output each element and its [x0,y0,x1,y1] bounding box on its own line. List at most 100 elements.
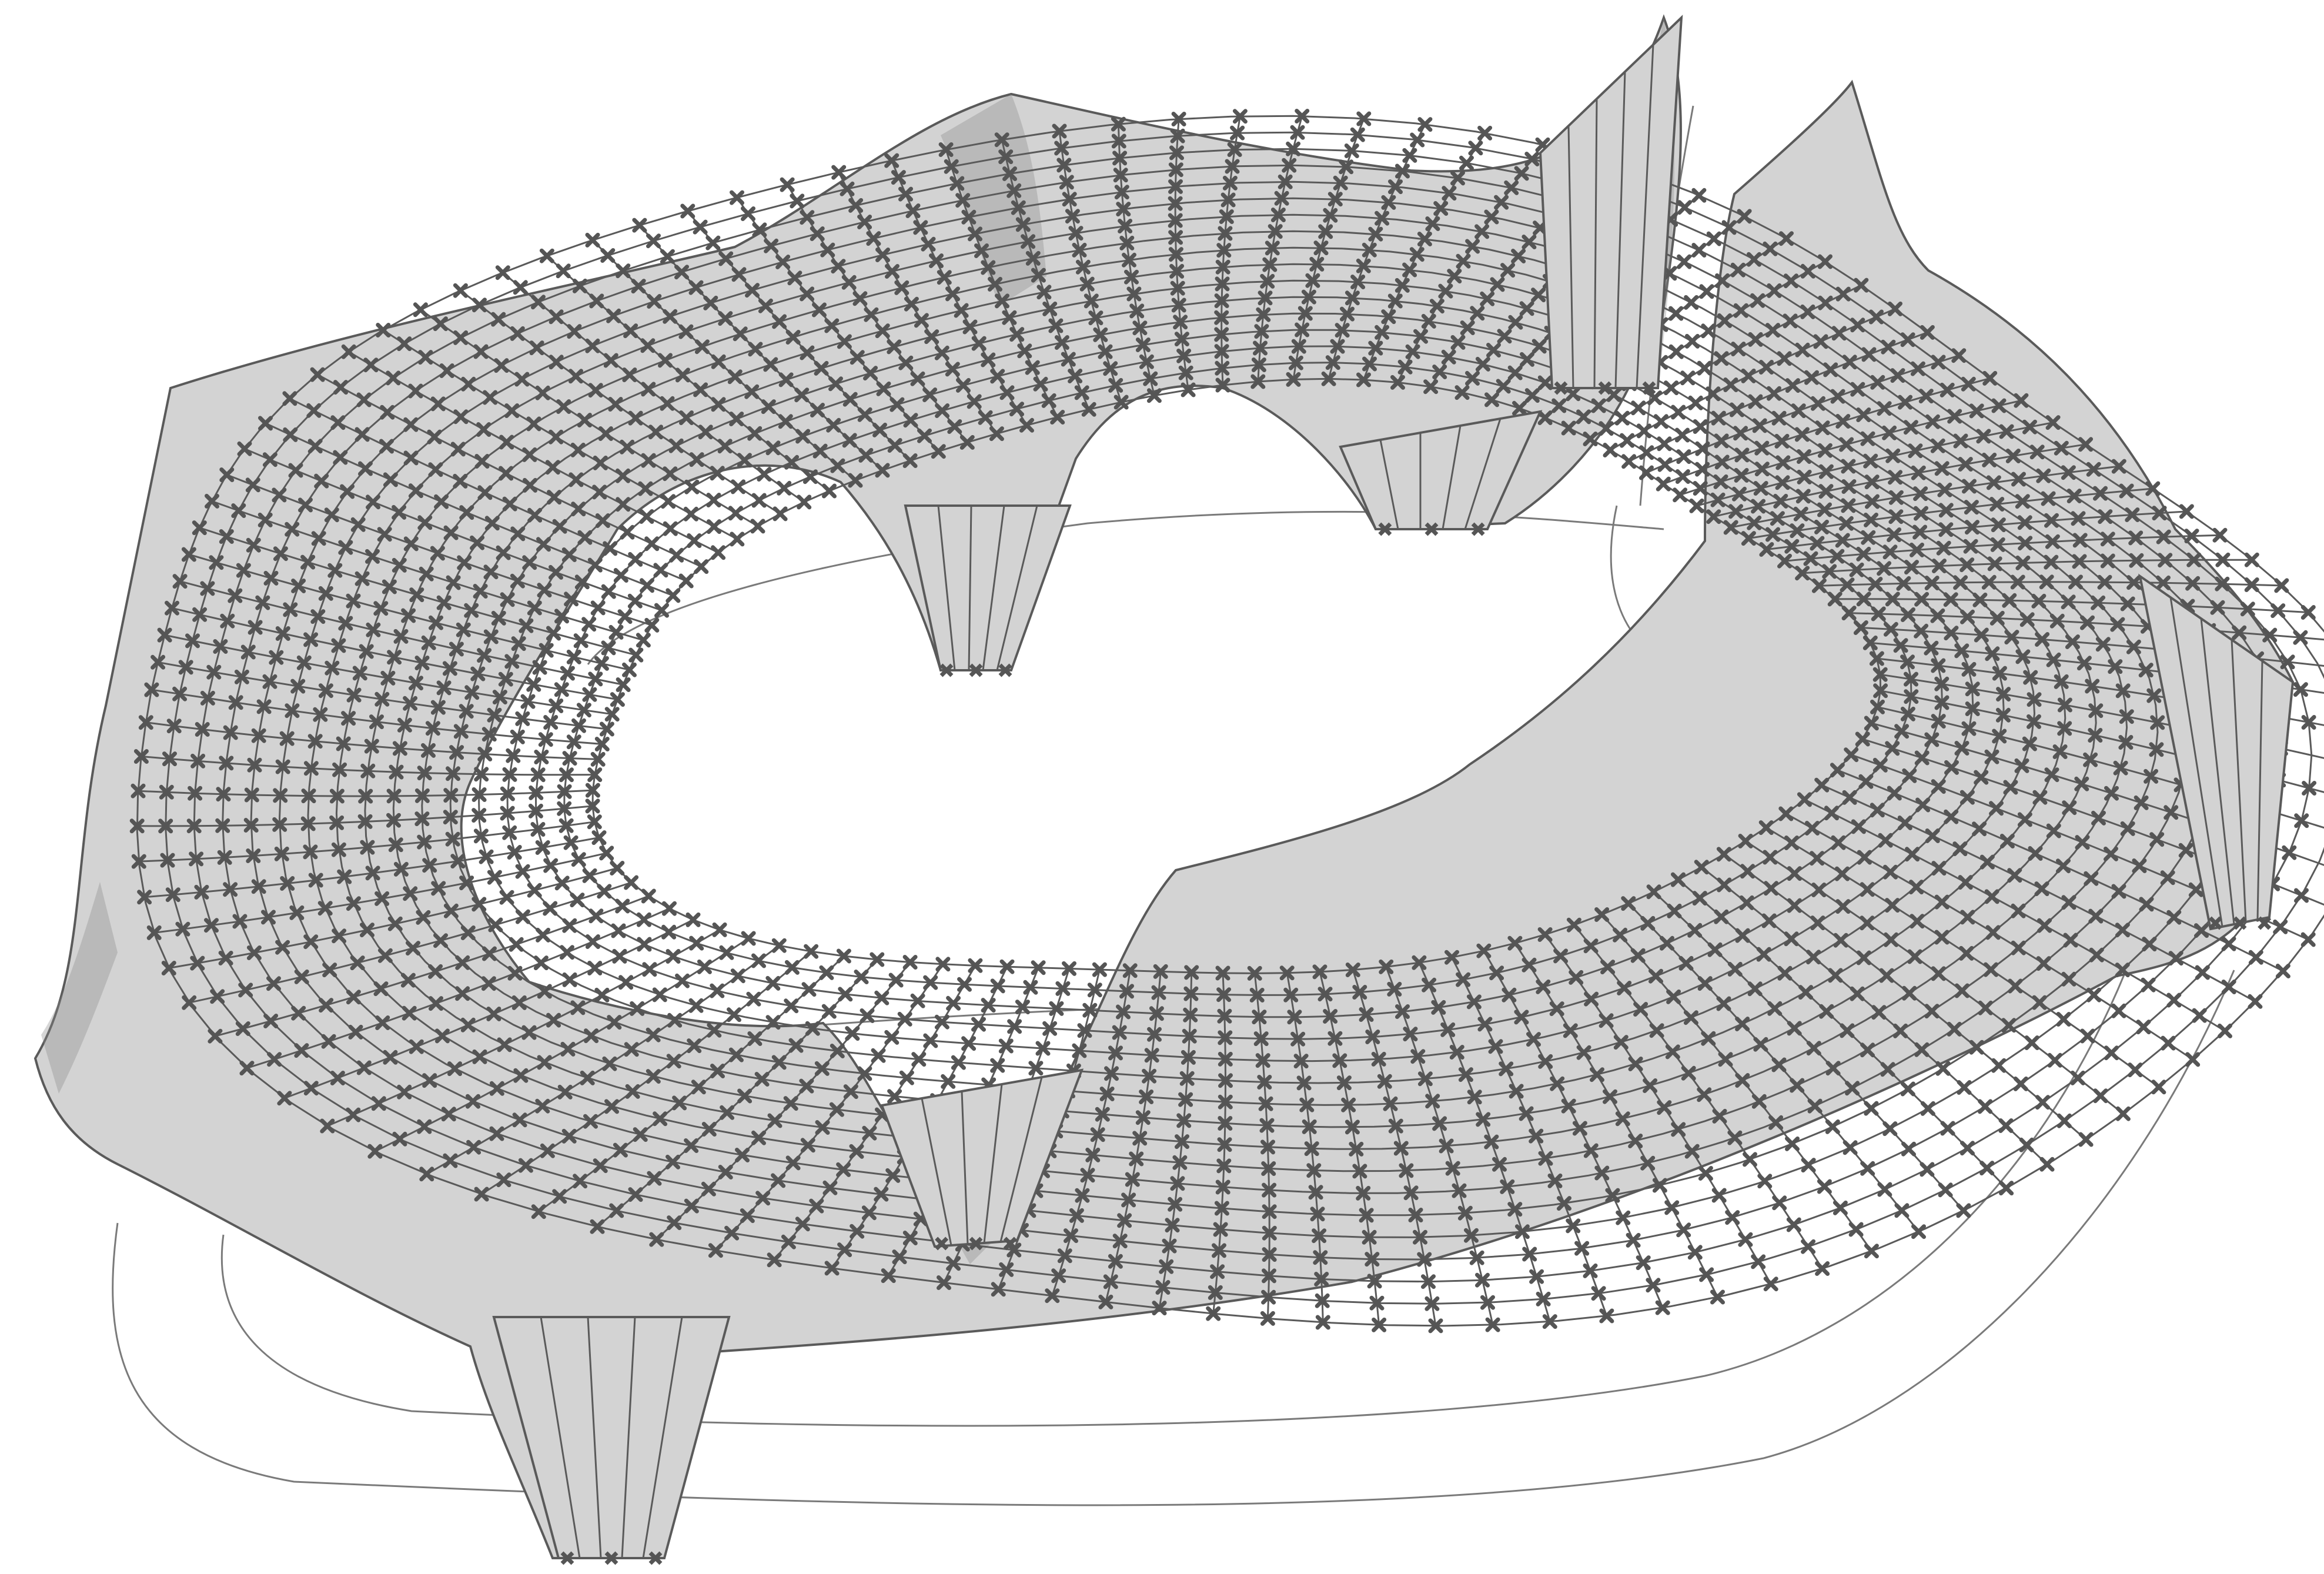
node-marker [2031,593,2047,609]
node-marker [1132,1131,1148,1146]
node-marker [707,519,721,534]
node-marker [1982,452,1997,467]
node-marker [1310,1207,1325,1222]
node-marker [1771,1057,1787,1072]
node-marker [1075,259,1091,275]
node-marker [288,463,303,478]
node-marker [573,1174,588,1189]
node-marker [1882,1121,1898,1137]
node-marker [599,721,614,737]
node-marker [2086,987,2102,1002]
node-marker [329,815,345,830]
node-marker [1087,983,1102,998]
node-marker [519,618,534,633]
node-marker [1183,1007,1198,1022]
node-marker [763,357,778,372]
node-marker [528,803,543,818]
node-marker [1954,983,1969,998]
node-marker [1830,389,1845,404]
node-marker [433,933,448,948]
node-marker [592,484,607,500]
node-marker [616,677,631,692]
node-marker [2049,613,2065,629]
node-marker [620,524,635,540]
node-marker [1721,220,1737,235]
node-marker [995,293,1009,309]
node-marker [588,908,604,924]
node-marker [1350,275,1366,289]
node-marker [588,383,603,398]
node-marker [1960,609,1975,624]
node-marker [1425,1296,1440,1311]
node-marker [502,767,517,782]
node-marker [1108,1045,1123,1061]
node-marker [1162,1238,1177,1254]
node-marker [2005,449,2021,463]
node-marker [934,1014,949,1030]
support-node-marker [2258,916,2272,930]
node-marker [1497,329,1512,344]
node-marker [446,575,461,590]
node-marker [2111,884,2126,899]
node-marker [1850,986,1865,1001]
node-marker [622,662,637,677]
node-marker [417,834,432,850]
node-marker [430,546,445,561]
node-marker [730,532,745,547]
node-marker [1514,1010,1529,1025]
node-marker [1902,768,1917,783]
node-marker [1786,1217,1801,1232]
node-marker [1617,981,1632,995]
node-marker [1288,355,1303,370]
node-marker [1864,716,1879,731]
node-marker [1976,429,1991,444]
node-marker [857,215,872,229]
node-marker [1887,527,1902,542]
node-marker [2302,781,2317,796]
node-marker [418,350,433,365]
node-marker [1765,323,1780,338]
node-marker [1260,1139,1275,1155]
node-marker [1112,151,1128,166]
node-marker [1537,375,1553,390]
node-marker [1146,388,1162,403]
node-marker [1250,374,1266,389]
node-marker [1844,747,1859,763]
support-node-marker [2208,916,2222,930]
node-marker [1621,896,1636,911]
node-marker [1449,1045,1464,1060]
node-marker [1352,985,1367,1000]
node-marker [238,983,253,998]
node-marker [1664,1200,1680,1215]
node-marker [1258,290,1273,306]
node-marker [1500,263,1516,278]
node-marker [957,977,972,992]
node-marker [386,370,401,386]
node-marker [881,1268,896,1284]
node-marker [598,426,613,441]
node-marker [1599,1013,1614,1028]
node-marker [593,1158,608,1174]
support-fin-shade-4 [41,882,118,1094]
node-marker [945,362,960,377]
node-marker [1894,1203,1910,1218]
node-marker [632,218,647,233]
node-marker [1636,1255,1651,1271]
node-marker [935,403,950,418]
node-marker [1514,1224,1530,1239]
node-marker [530,767,546,783]
node-marker [1675,469,1690,484]
node-marker [887,438,902,453]
node-marker [434,494,449,509]
node-marker [931,444,946,459]
node-marker [206,664,222,680]
node-marker [1930,438,1945,453]
node-marker [608,397,623,412]
node-marker [1447,269,1462,284]
node-marker [1048,318,1064,333]
node-marker [1643,1078,1658,1093]
node-marker [303,1081,319,1096]
node-marker [785,1155,801,1171]
node-marker [556,263,571,279]
node-marker [1425,216,1440,231]
